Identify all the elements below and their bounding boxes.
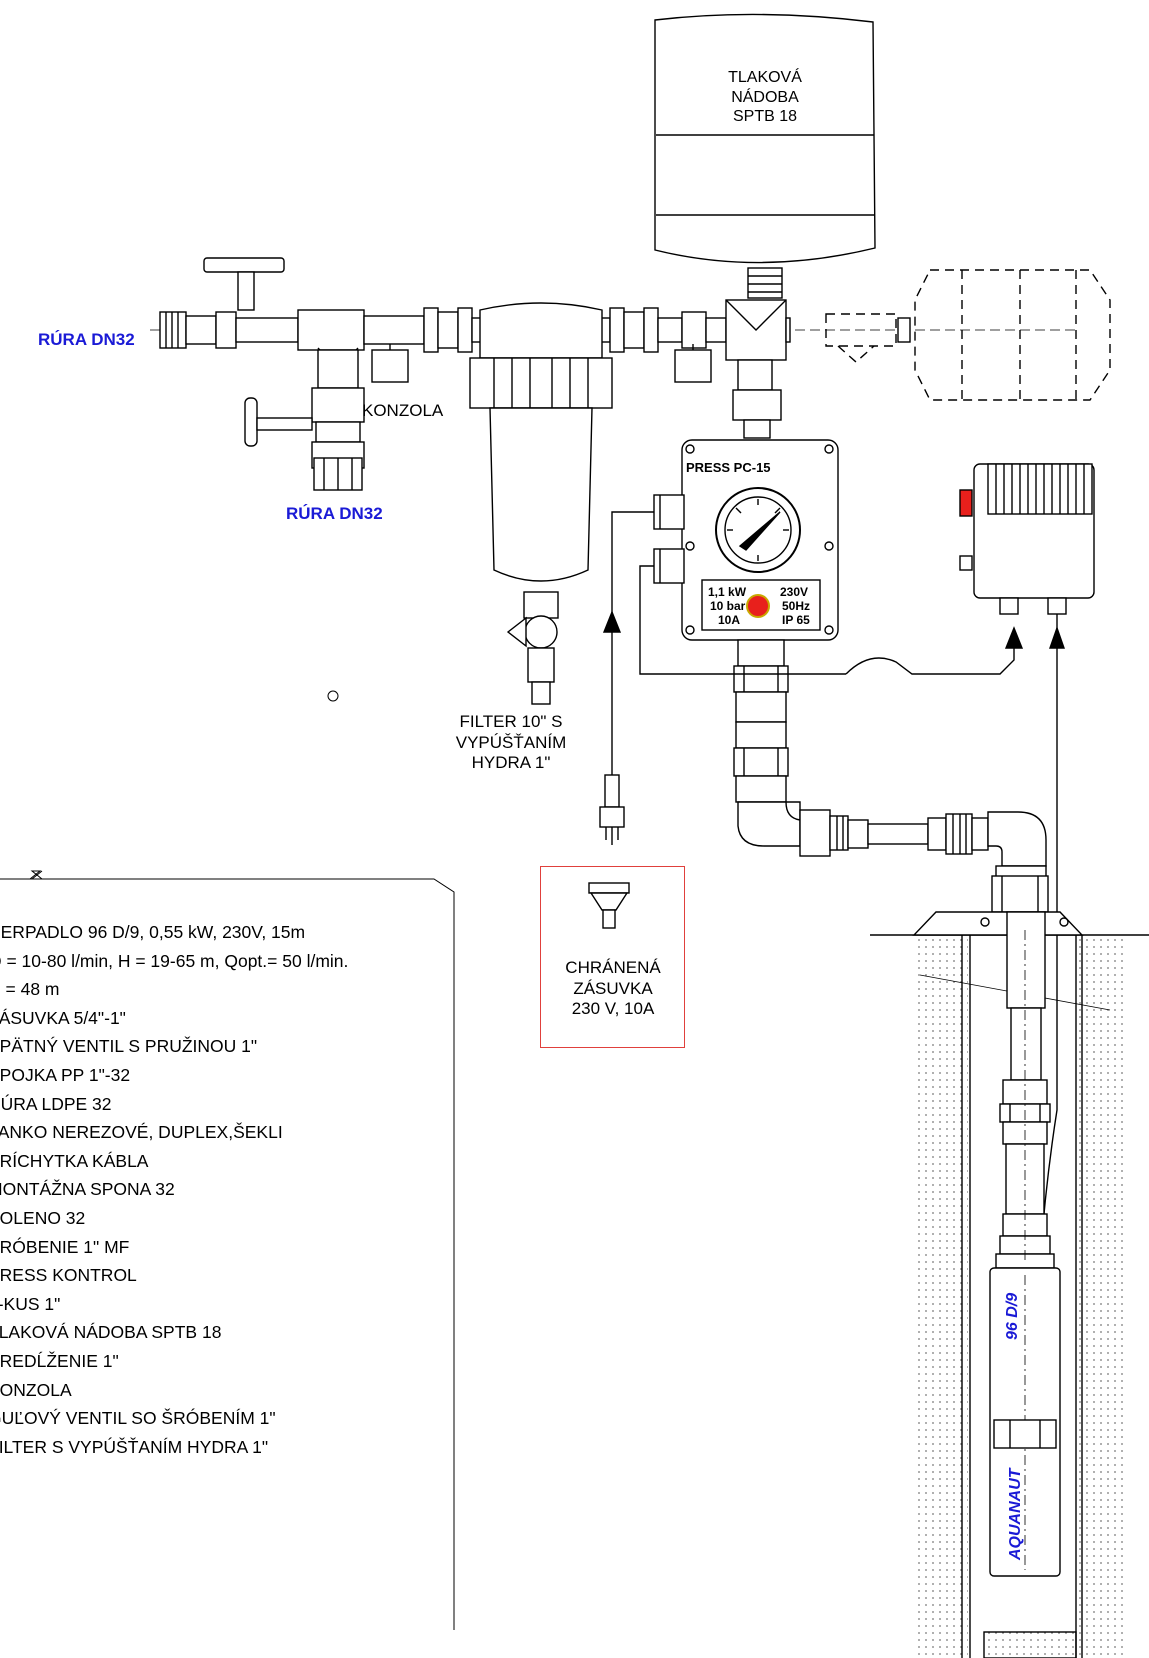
legend-item: ČERPADLO 96 D/9, 0,55 kW, 230V, 15m xyxy=(0,922,306,942)
control-box xyxy=(959,463,1095,615)
press-outlet-fittings xyxy=(733,639,1049,913)
filter-label-line-1: FILTER 10" S xyxy=(459,712,563,731)
legend-item: FILTER S VYPÚŠŤANÍM HYDRA 1" xyxy=(0,1436,269,1457)
press-frequency: 50Hz xyxy=(782,599,811,613)
legend-item: LANKO NEREZOVÉ, DUPLEX,ŠEKLI xyxy=(0,1122,283,1143)
legend-item: PRÍCHYTKA KÁBLA xyxy=(0,1150,149,1171)
legend-item: TLAKOVÁ NÁDOBA SPTB 18 xyxy=(0,1322,222,1343)
pump-brand-label: AQUANAUT xyxy=(1007,1468,1024,1560)
filter-label-line-2: VYPÚŠŤANÍM xyxy=(455,732,567,752)
socket-label-line-2: ZÁSUVKA xyxy=(573,978,653,998)
tank-label-line-3: SPTB 18 xyxy=(732,108,798,126)
legend-item: ŠRÓBENIE 1" MF xyxy=(0,1236,130,1257)
filter-label: FILTER 10" S VYPÚŠŤANÍM HYDRA 1" xyxy=(436,712,586,774)
pipe-label-left: RÚRA DN32 xyxy=(38,330,135,349)
socket-frame xyxy=(540,866,685,1048)
pump-model-label: 96 D/9 xyxy=(1004,1292,1021,1340)
socket-label-line-1: CHRÁNENÁ xyxy=(565,958,661,977)
press-control-unit xyxy=(653,359,839,641)
tank-label-line-2: NÁDOBA xyxy=(731,88,799,106)
press-current: 10A xyxy=(718,613,741,627)
press-title: PRESS PC-15 xyxy=(686,460,771,475)
socket-plug-icon xyxy=(588,882,630,929)
legend-item: H = 48 m xyxy=(0,979,60,1000)
filter-label-line-3: HYDRA 1" xyxy=(471,753,551,773)
pressure-tank xyxy=(654,13,876,299)
left-branch-valve xyxy=(244,347,365,491)
bracket-label: KONZOLA xyxy=(362,401,444,420)
socket-label: CHRÁNENÁ ZÁSUVKA 230 V, 10A xyxy=(540,958,686,1020)
legend-item: ZÁSUVKA 5/4"-1" xyxy=(0,1007,126,1028)
legend-item: GUĽOVÝ VENTIL SO ŠRÓBENÍM 1" xyxy=(0,1408,276,1429)
filter-housing xyxy=(469,302,613,705)
press-ip: IP 65 xyxy=(782,613,810,627)
legend-item: KOLENO 32 xyxy=(0,1207,86,1228)
well xyxy=(870,911,1149,1658)
press-pressure: 10 bar xyxy=(710,599,746,613)
socket-label-line-3: 230 V, 10A xyxy=(571,999,655,1019)
legend-list: ČERPADLO 96 D/9, 0,55 kW, 230V, 15m Q = 1… xyxy=(0,918,348,1461)
legend-item: RÚRA LDPE 32 xyxy=(0,1093,112,1114)
legend-item: SPOJKA PP 1"-32 xyxy=(0,1064,131,1085)
legend-item: MONTÁŽNA SPONA 32 xyxy=(0,1179,175,1200)
tank-label: TLAKOVÁ NÁDOBA SPTB 18 xyxy=(700,68,830,127)
pipe-label-down: RÚRA DN32 xyxy=(286,504,383,523)
legend-frame xyxy=(0,870,455,1630)
tank-label-line-1: TLAKOVÁ xyxy=(728,69,802,86)
legend-item: T-KUS 1" xyxy=(0,1293,61,1314)
legend-item: PRESS KONTROL xyxy=(0,1265,137,1286)
press-voltage: 230V xyxy=(780,585,809,599)
optional-tank-dashed xyxy=(825,269,1111,401)
legend-item: PREDĹŽENIE 1" xyxy=(0,1350,119,1371)
press-power: 1,1 kW xyxy=(708,585,747,599)
legend-item: Q = 10-80 l/min, H = 19-65 m, Qopt.= 50 … xyxy=(0,950,349,971)
legend-item: KONZOLA xyxy=(0,1379,72,1400)
main-pipe-fittings xyxy=(159,257,791,383)
legend-item: SPÄTNÝ VENTIL S PRUŽINOU 1" xyxy=(0,1036,258,1057)
